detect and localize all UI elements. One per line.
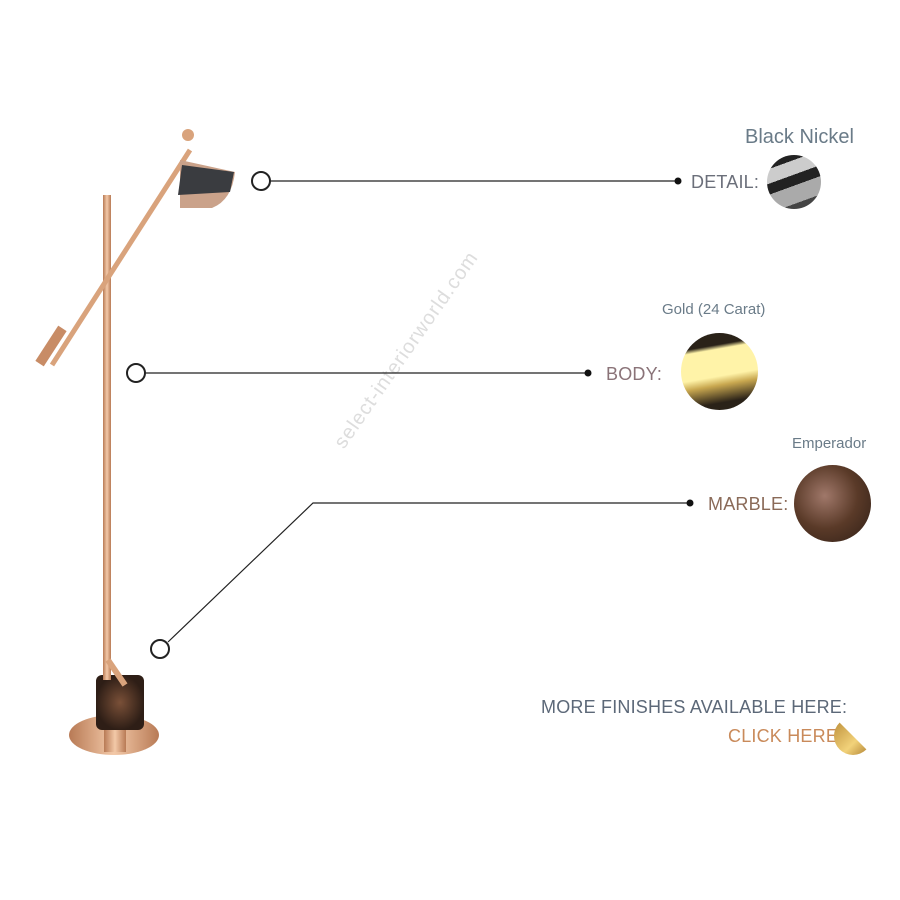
marble-finish-name: Emperador [792,435,867,452]
lamp-counterweight [35,325,67,367]
lamp-marble-base [96,675,144,730]
click-here-link[interactable]: CLICK HERE [728,726,839,746]
marble-marker [150,639,170,659]
body-end-dot [584,369,592,377]
detail-label: DETAIL: [691,172,760,192]
detail-marker [251,171,271,191]
lamp-knob [182,129,194,141]
detail-end-dot [674,177,682,185]
lamp-image [35,129,235,755]
body-finish-name: Gold (24 Carat) [662,301,766,318]
lamp-arm [49,148,193,367]
callout-lines [145,180,690,643]
marble-callout-line [167,502,690,643]
body-marker [126,363,146,383]
lamp-shade-detail [178,165,234,195]
callout-markers [126,171,271,659]
black-nickel-swatch[interactable] [767,155,821,209]
body-label: BODY: [606,364,663,384]
lamp-pole [103,195,111,680]
gold-swatch[interactable] [681,333,758,410]
emperador-swatch[interactable] [794,465,871,542]
lamp-base-joint [105,658,128,687]
more-finishes-text: MORE FINISHES AVAILABLE HERE: [541,697,848,717]
marble-end-dot [686,499,694,507]
callout-end-dots [584,177,694,507]
detail-finish-name: Black Nickel [745,126,854,148]
marble-label: MARBLE: [708,494,789,514]
